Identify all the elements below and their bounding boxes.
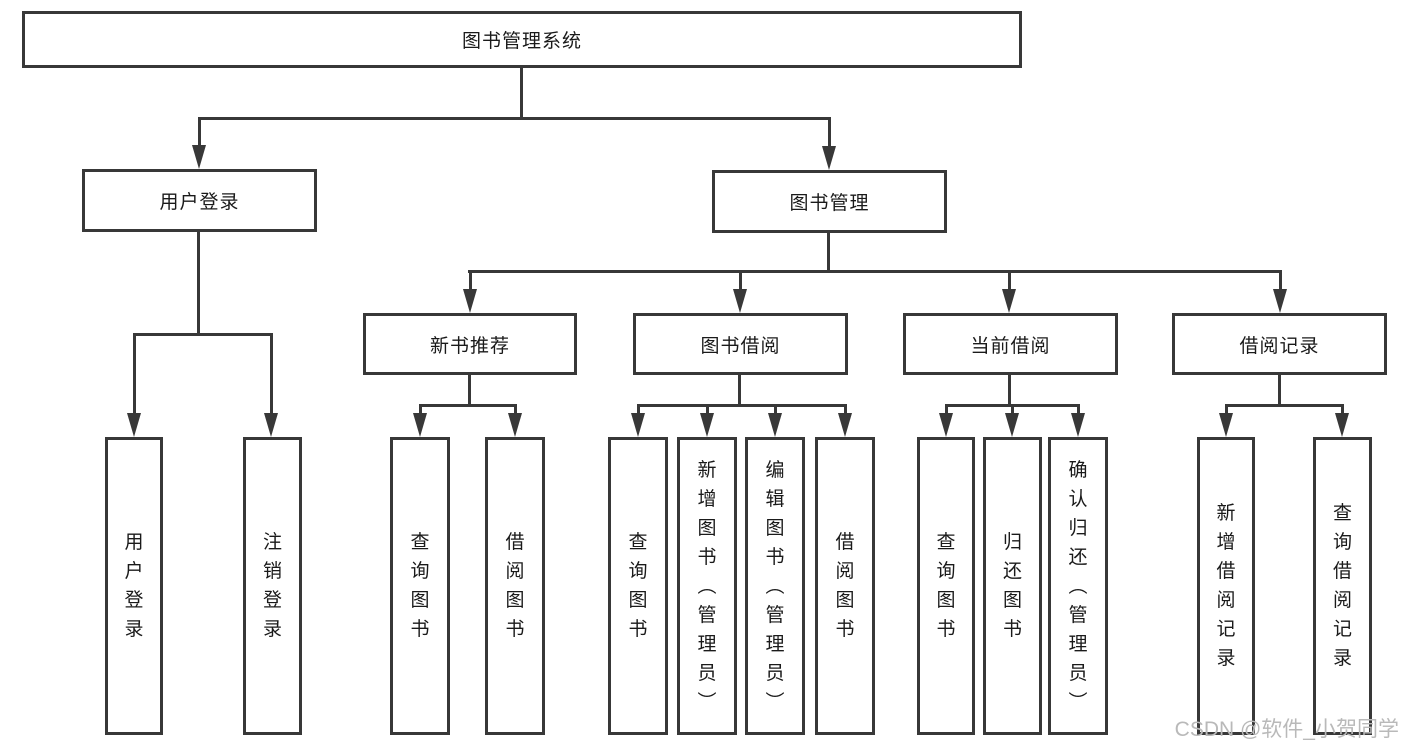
- node-label: 新增借阅记录: [1216, 503, 1236, 669]
- connector-line: [469, 272, 472, 290]
- node-leaf-add-books-admin: 新增图书︵管理员︶: [677, 437, 737, 735]
- connector-line: [198, 117, 201, 147]
- connector-line: [1279, 272, 1282, 290]
- node-label: 新增图书︵管理员︶: [697, 459, 717, 713]
- connector-line: [1278, 375, 1281, 406]
- node-borrow-record: 借阅记录: [1172, 313, 1387, 375]
- node-label: 用户登录: [159, 192, 240, 213]
- node-label: 图书管理系统: [461, 31, 582, 52]
- arrowhead-down-icon: [1005, 413, 1019, 437]
- connector-line: [637, 406, 640, 415]
- arrowhead-down-icon: [733, 289, 747, 313]
- connector-line: [828, 117, 831, 147]
- arrowhead-down-icon: [1335, 413, 1349, 437]
- arrowhead-down-icon: [508, 413, 522, 437]
- watermark-text: CSDN @软件_小贺同学: [1174, 718, 1399, 741]
- connector-line: [738, 375, 741, 406]
- arrowhead-down-icon: [1071, 413, 1085, 437]
- connector-line: [706, 406, 709, 415]
- arrowhead-down-icon: [631, 413, 645, 437]
- connector-line: [468, 270, 1282, 273]
- arrowhead-down-icon: [1273, 289, 1287, 313]
- connector-line: [1008, 272, 1011, 290]
- node-book-borrow: 图书借阅: [633, 313, 848, 375]
- arrowhead-down-icon: [192, 145, 206, 169]
- node-label: 查询图书: [936, 532, 956, 640]
- node-label: 借阅图书: [505, 532, 525, 640]
- node-leaf-add-borrow-record: 新增借阅记录: [1197, 437, 1255, 735]
- node-leaf-user-login: 用户登录: [105, 437, 163, 735]
- connector-line: [1077, 406, 1080, 415]
- arrowhead-down-icon: [700, 413, 714, 437]
- arrowhead-down-icon: [1219, 413, 1233, 437]
- node-label: 确认归还︵管理员︶: [1068, 459, 1088, 713]
- connector-line: [1011, 406, 1014, 415]
- node-leaf-borrow-books-1: 借阅图书: [485, 437, 545, 735]
- node-label: 归还图书: [1002, 532, 1022, 640]
- arrowhead-down-icon: [127, 413, 141, 437]
- node-leaf-query-borrow-record: 查询借阅记录: [1313, 437, 1372, 735]
- node-current-borrow: 当前借阅: [903, 313, 1118, 375]
- connector-line: [419, 404, 517, 407]
- connector-line: [945, 404, 1080, 407]
- connector-line: [468, 375, 471, 406]
- connector-line: [197, 232, 200, 335]
- node-label: 注销登录: [262, 532, 282, 640]
- node-leaf-confirm-return-admin: 确认归还︵管理员︶: [1048, 437, 1108, 735]
- connector-line: [637, 404, 847, 407]
- node-label: 图书借阅: [700, 335, 781, 357]
- arrowhead-down-icon: [939, 413, 953, 437]
- node-leaf-logout: 注销登录: [243, 437, 302, 735]
- node-leaf-borrow-books-2: 借阅图书: [815, 437, 875, 735]
- node-user-login: 用户登录: [82, 169, 317, 232]
- arrowhead-down-icon: [838, 413, 852, 437]
- connector-line: [514, 406, 517, 415]
- node-leaf-query-books-3: 查询图书: [917, 437, 975, 735]
- connector-line: [945, 406, 948, 415]
- node-label: 编辑图书︵管理员︶: [765, 459, 785, 713]
- connector-line: [844, 406, 847, 415]
- node-leaf-query-books-2: 查询图书: [608, 437, 668, 735]
- node-new-book-recommend: 新书推荐: [363, 313, 577, 375]
- connector-line: [419, 406, 422, 415]
- arrowhead-down-icon: [768, 413, 782, 437]
- arrowhead-down-icon: [822, 146, 836, 170]
- connector-line: [198, 117, 831, 120]
- node-label: 图书管理: [789, 193, 870, 214]
- arrowhead-down-icon: [463, 289, 477, 313]
- arrowhead-down-icon: [413, 413, 427, 437]
- node-book-management: 图书管理: [712, 170, 947, 233]
- connector-line: [270, 335, 273, 414]
- node-label: 用户登录: [124, 532, 144, 640]
- connector-line: [1225, 404, 1344, 407]
- node-leaf-edit-books-admin: 编辑图书︵管理员︶: [745, 437, 805, 735]
- node-label: 借阅图书: [835, 532, 855, 640]
- node-label: 查询图书: [628, 532, 648, 640]
- connector-line: [1225, 406, 1228, 415]
- connector-line: [774, 406, 777, 415]
- connector-line: [1341, 406, 1344, 415]
- connector-line: [520, 68, 523, 118]
- node-label: 查询图书: [410, 532, 430, 640]
- connector-line: [827, 233, 830, 272]
- node-label: 借阅记录: [1239, 335, 1320, 357]
- node-library-system: 图书管理系统: [22, 11, 1022, 68]
- arrowhead-down-icon: [264, 413, 278, 437]
- node-leaf-query-books-1: 查询图书: [390, 437, 450, 735]
- node-label: 当前借阅: [970, 335, 1051, 357]
- connector-line: [133, 335, 136, 414]
- node-label: 新书推荐: [429, 335, 510, 357]
- connector-line: [133, 333, 273, 336]
- node-label: 查询借阅记录: [1332, 503, 1352, 669]
- connector-line: [739, 272, 742, 290]
- node-leaf-return-books: 归还图书: [983, 437, 1042, 735]
- arrowhead-down-icon: [1002, 289, 1016, 313]
- connector-line: [1008, 375, 1011, 406]
